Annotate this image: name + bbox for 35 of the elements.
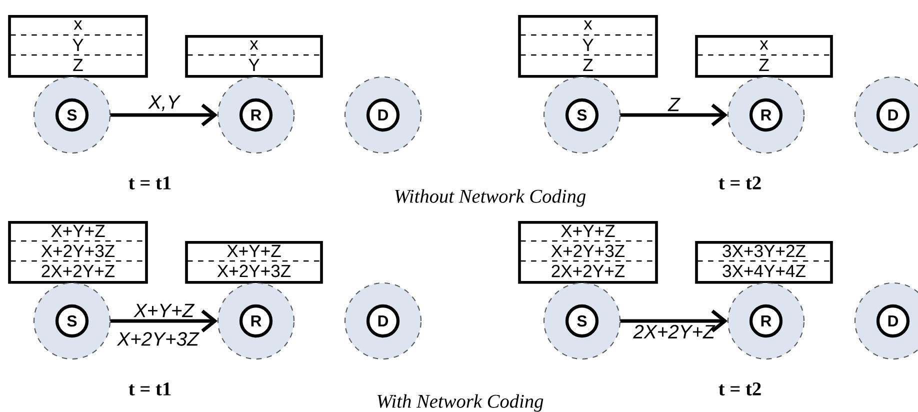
network-node: S xyxy=(33,282,111,360)
buffer-table: X+Y+Z X+2Y+3Z xyxy=(185,241,323,284)
buffer-table: x Y xyxy=(185,35,323,78)
network-node: R xyxy=(217,282,295,360)
arrow xyxy=(110,104,218,126)
packet-label: X+2Y+3Z xyxy=(116,332,200,346)
edge-label: Z xyxy=(668,98,680,112)
arrow xyxy=(620,310,728,332)
network-node: R xyxy=(727,76,805,154)
buffer-table: x Y Z xyxy=(8,15,148,78)
network-node: D xyxy=(854,282,918,360)
network-node: D xyxy=(854,76,918,154)
panel-caption: With Network Coding xyxy=(378,394,544,412)
network-node: R xyxy=(727,282,805,360)
time-label: t = t2 xyxy=(718,382,761,396)
buffer-table: X+Y+Z X+2Y+3Z 2X+2Y+Z xyxy=(518,221,658,284)
network-node: S xyxy=(33,76,111,154)
network-node: D xyxy=(344,76,422,154)
buffer-table: 3X+3Y+2Z 3X+4Y+4Z xyxy=(695,241,833,284)
time-label: t = t2 xyxy=(718,176,761,190)
edge-label: X+Y+Z xyxy=(134,304,195,318)
arrow xyxy=(620,104,728,126)
network-node: D xyxy=(344,282,422,360)
network-node: S xyxy=(543,76,621,154)
buffer-table: x Z xyxy=(695,35,833,78)
network-node: S xyxy=(543,282,621,360)
edge-label: X,Y xyxy=(148,95,181,112)
time-label: t = t1 xyxy=(128,382,171,396)
panel-caption: Without Network Coding xyxy=(395,189,586,207)
buffer-table: x Y Z xyxy=(518,15,658,78)
network-node: R xyxy=(217,76,295,154)
buffer-table: X+Y+Z X+2Y+3Z 2X+2Y+Z xyxy=(8,221,148,284)
time-label: t = t1 xyxy=(128,176,171,190)
arrow xyxy=(110,310,218,332)
edge-label: 2X+2Y+Z xyxy=(633,324,716,338)
